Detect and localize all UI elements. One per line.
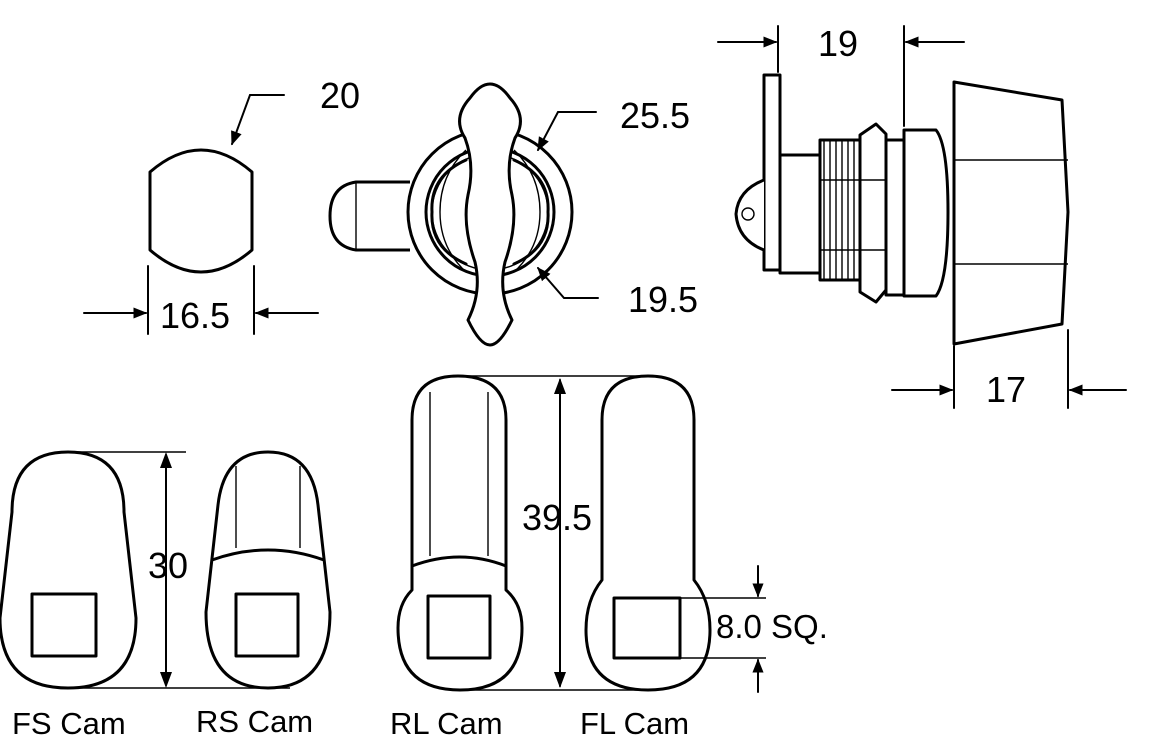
cam-label-rl: RL Cam — [390, 706, 503, 741]
fs-cam-drawing — [0, 450, 138, 690]
dim-39-5-lines — [458, 375, 650, 691]
cam-label-fs: FS Cam — [12, 706, 126, 741]
key-face-view — [83, 94, 319, 335]
rs-cam-drawing — [204, 450, 332, 690]
cam-label-fl: FL Cam — [580, 706, 689, 741]
rl-cam-drawing — [396, 374, 524, 692]
dim-key-diameter: 20 — [320, 75, 360, 116]
dim-short-cam-length: 30 — [148, 545, 188, 586]
dim-square-lines — [680, 565, 766, 693]
dim-square-size: 8.0 SQ. — [716, 608, 828, 645]
dim-key-width: 16.5 — [160, 295, 230, 336]
dim-flange-inner: 19.5 — [628, 279, 698, 320]
wing-knob-front-view — [328, 82, 599, 347]
dim-long-cam-length: 39.5 — [522, 497, 592, 538]
dim-body-length: 17 — [986, 369, 1026, 410]
cam-label-rs: RS Cam — [196, 704, 313, 739]
dim-flange-outer: 25.5 — [620, 95, 690, 136]
dim-flange-to-cam: 19 — [818, 23, 858, 64]
lock-side-view — [717, 25, 1127, 409]
fl-cam-drawing — [584, 374, 712, 692]
